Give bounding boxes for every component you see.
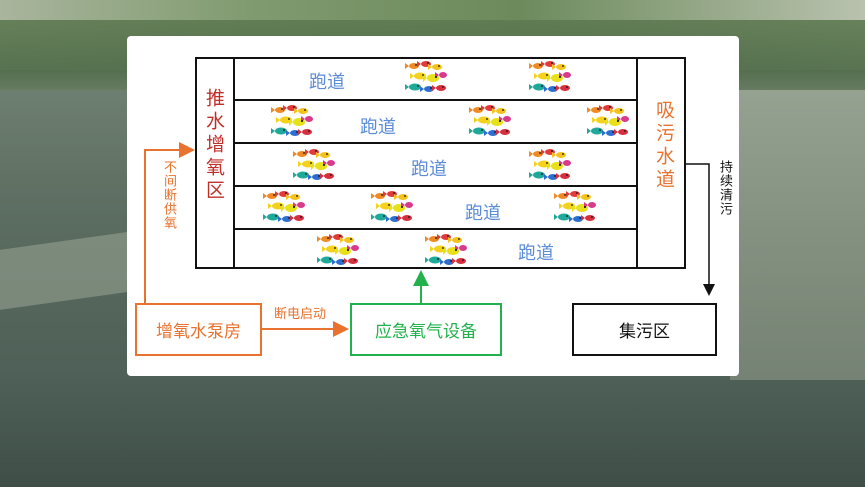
sewage-area-label: 集污区 [619, 322, 670, 342]
lane-label-1: 跑道 [309, 72, 345, 93]
lanes-area [234, 57, 637, 269]
fish-school-icon [586, 102, 632, 146]
fish-school-icon [553, 188, 599, 232]
pump-room-box: 增氧水泵房 [135, 303, 262, 356]
sewage-area-box: 集污区 [572, 303, 717, 356]
suction-divider [636, 57, 638, 269]
fish-school-icon [370, 188, 416, 232]
power-failure-start-label: 断电启动 [274, 307, 327, 322]
fish-school-icon [316, 231, 362, 275]
fish-school-icon [292, 146, 338, 190]
push-zone-divider [233, 57, 235, 269]
background-wall [730, 90, 865, 380]
emergency-oxygen-box: 应急氧气设备 [350, 303, 502, 356]
fish-school-icon [262, 188, 308, 232]
lane-divider [234, 99, 637, 101]
fish-school-icon [424, 231, 470, 275]
pump-room-label: 增氧水泵房 [156, 322, 241, 342]
emergency-oxygen-label: 应急氧气设备 [375, 322, 477, 342]
lane-label-5: 跑道 [518, 243, 554, 264]
fish-school-icon [270, 102, 316, 146]
lane-label-3: 跑道 [411, 159, 447, 180]
push-oxygen-zone-label: 推水增氧区 [203, 88, 225, 203]
suction-channel-label: 吸污水道 [653, 100, 675, 192]
runway-outline [195, 57, 686, 269]
lane-label-2: 跑道 [360, 117, 396, 138]
fish-school-icon [404, 58, 450, 102]
fish-school-icon [468, 102, 514, 146]
cleaning-arrow [686, 163, 715, 296]
lane-label-4: 跑道 [465, 203, 501, 224]
fish-school-icon [528, 146, 574, 190]
uninterrupted-supply-label: 不间断供氧 [161, 160, 176, 230]
lane-divider [234, 228, 637, 230]
supply-arrow [144, 142, 195, 303]
continuous-cleaning-label: 持续清污 [717, 160, 732, 216]
lane-divider [234, 142, 637, 144]
fish-school-icon [528, 58, 574, 102]
lane-divider [234, 185, 637, 187]
